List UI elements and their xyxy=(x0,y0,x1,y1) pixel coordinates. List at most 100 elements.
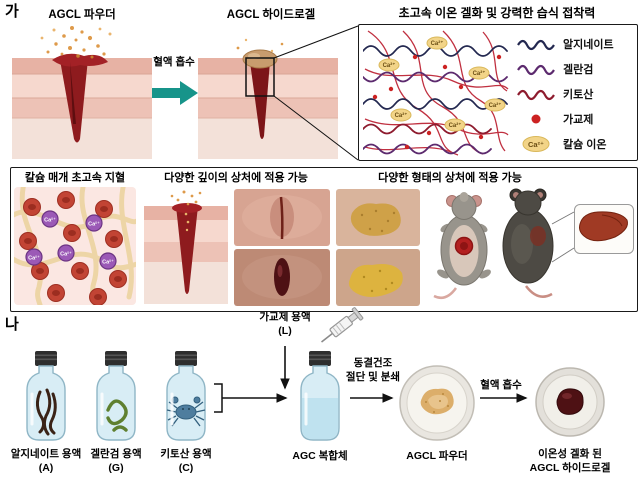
calcium-symbol: Ca²⁺ xyxy=(383,62,396,69)
liver-region-patch xyxy=(530,226,546,246)
red-blood-cells xyxy=(19,191,127,305)
hydrogel-blob xyxy=(242,49,278,69)
calcium-symbol: Ca²⁺ xyxy=(44,216,56,223)
calcium-symbol: Ca²⁺ xyxy=(28,254,40,261)
freeze-dry-line2: 절단 및 분쇄 xyxy=(345,370,401,383)
legend-row-crosslinker: 가교제 xyxy=(516,106,614,131)
deep-wound-illustration xyxy=(144,190,228,304)
powder-particles xyxy=(40,26,112,59)
panel-a-tag: 가 xyxy=(5,3,19,20)
vial-label-alginate: 알지네이트 용액 (A) xyxy=(6,448,86,475)
syringe-icon xyxy=(321,307,364,343)
freeze-dry-label: 동결건조 절단 및 분쇄 xyxy=(340,357,406,384)
skin-cross-section-powder-illustration xyxy=(12,26,152,159)
hydrogel-title: AGCL 하이드로겔 xyxy=(226,9,316,21)
powder-on-skin-photo-2 xyxy=(336,249,420,306)
alginate-strands xyxy=(35,388,57,436)
calcium-symbol: Ca²⁺ xyxy=(88,220,100,227)
alginate-line-icon xyxy=(517,39,555,50)
legend-label: 겔란검 xyxy=(563,63,594,76)
alginate-strand xyxy=(363,98,508,110)
vial-gellan xyxy=(96,351,136,441)
liver-icon xyxy=(579,211,628,242)
vial-label-gellan: 겔란검 용액 (G) xyxy=(76,448,156,475)
blood-absorption-label-a: 혈액 흡수 xyxy=(153,56,195,68)
crosslinker-dots xyxy=(372,54,502,150)
depth-title: 다양한 깊이의 상처에 적용 가능 xyxy=(164,172,308,184)
hemostasis-title: 칼슘 매개 초고속 지혈 xyxy=(24,172,126,184)
wound-photo-before xyxy=(234,189,330,246)
chitosan-line-icon xyxy=(517,89,555,100)
calcium-symbol: Ca²⁺ xyxy=(473,70,486,77)
shape-title: 다양한 형태의 상처에 적용 가능 xyxy=(378,172,522,184)
petri-dish-hydrogel xyxy=(535,367,605,437)
chitosan-strand xyxy=(363,123,492,135)
liver-callout xyxy=(574,204,634,254)
calcium-symbol: Ca²⁺ xyxy=(449,122,462,129)
vial-agc-complex xyxy=(300,351,340,441)
legend-row-chitosan: 키토산 xyxy=(516,81,614,106)
gellan-line-icon xyxy=(517,64,555,75)
mouse-prone xyxy=(502,188,554,298)
legend-row-gellan: 겔란검 xyxy=(516,56,614,81)
teal-arrow-icon xyxy=(152,81,198,105)
agc-liquid xyxy=(302,398,338,439)
vial-name: 알지네이트 용액 xyxy=(10,448,82,460)
vial-group-bracket xyxy=(214,383,223,413)
hydrogel-dish-label: 이온성 겔화 된 AGCL 하이드로겔 xyxy=(516,448,624,475)
panel-b-tag: 나 xyxy=(5,316,19,333)
legend-label: 키토산 xyxy=(563,88,594,101)
gelation-box-title: 초고속 이온 겔화 및 강력한 습식 접착력 xyxy=(398,6,596,20)
crosslinker-label: 가교제 용액 (L) xyxy=(250,311,320,338)
polymer-network-illustration: Ca²⁺ Ca²⁺ Ca²⁺ Ca²⁺ Ca²⁺ Ca²⁺ xyxy=(363,30,509,156)
vial-label-chitosan: 키토산 용액 (C) xyxy=(146,448,226,475)
gellan-strand xyxy=(363,143,492,155)
vial-name: 키토산 용액 xyxy=(160,448,212,460)
vial-code: (G) xyxy=(108,461,124,474)
powder-title: AGCL 파우더 xyxy=(48,9,116,21)
vial-alginate xyxy=(26,351,66,441)
mice-illustration xyxy=(433,188,554,299)
skin-cross-section-hydrogel-illustration xyxy=(198,38,338,159)
gellan-strands xyxy=(106,399,128,432)
agc-complex-label: AGC 복합체 xyxy=(292,450,348,462)
vial-chitosan xyxy=(166,351,206,441)
calcium-symbol: Ca²⁺ xyxy=(395,112,408,119)
freeze-dry-line1: 동결건조 xyxy=(353,357,393,369)
calcium-ions: Ca²⁺ Ca²⁺ Ca²⁺ Ca²⁺ Ca²⁺ Ca²⁺ xyxy=(378,36,506,132)
calcium-symbol: Ca²⁺ xyxy=(431,40,444,47)
wound-gash xyxy=(60,56,88,143)
vial-code: (A) xyxy=(38,461,54,474)
legend-label: 칼슘 이온 xyxy=(563,138,607,151)
powder-dish-label: AGCL 파우더 xyxy=(406,450,468,462)
calcium-symbol: Ca²⁺ xyxy=(102,258,114,265)
vial-code: (C) xyxy=(178,461,194,474)
powder-on-skin-photo-1 xyxy=(336,189,420,246)
petri-dish-powder xyxy=(399,365,475,441)
hydrogel-clot xyxy=(556,388,584,415)
hydrogel-label-line1: 이온성 겔화 된 xyxy=(538,448,602,460)
crosslinker-name: 가교제 용액 xyxy=(259,311,311,323)
crosslink-network-lines xyxy=(364,30,509,156)
hemostasis-illustration: Ca²⁺ Ca²⁺ Ca²⁺ Ca²⁺ Ca²⁺ xyxy=(14,187,136,305)
crosslinker-dot-icon xyxy=(531,114,541,123)
calcium-symbol: Ca²⁺ xyxy=(489,102,502,109)
powder-particles xyxy=(170,190,202,232)
legend-label: 알지네이트 xyxy=(563,38,614,51)
legend-label: 가교제 xyxy=(563,113,594,126)
blood-absorption-label-b: 혈액 흡수 xyxy=(480,379,522,391)
calcium-cells: Ca²⁺ Ca²⁺ Ca²⁺ Ca²⁺ Ca²⁺ xyxy=(25,210,117,270)
hydrogel-label-line2: AGCL 하이드로겔 xyxy=(529,461,611,474)
gelation-legend: 알지네이트 겔란검 키토산 가교제 Ca²⁺ 칼슘 이온 xyxy=(516,31,614,156)
mouse-supine xyxy=(433,192,491,299)
calcium-symbol: Ca²⁺ xyxy=(60,250,72,257)
calcium-ellipse-icon: Ca²⁺ xyxy=(522,135,550,152)
crosslinker-code: (L) xyxy=(278,324,292,337)
legend-row-alginate: 알지네이트 xyxy=(516,31,614,56)
crab-icon xyxy=(166,396,206,427)
legend-row-calcium: Ca²⁺ 칼슘 이온 xyxy=(516,131,614,156)
calcium-symbol: Ca²⁺ xyxy=(528,139,544,148)
wound-gash xyxy=(176,206,198,294)
wound-photo-after xyxy=(234,249,330,306)
